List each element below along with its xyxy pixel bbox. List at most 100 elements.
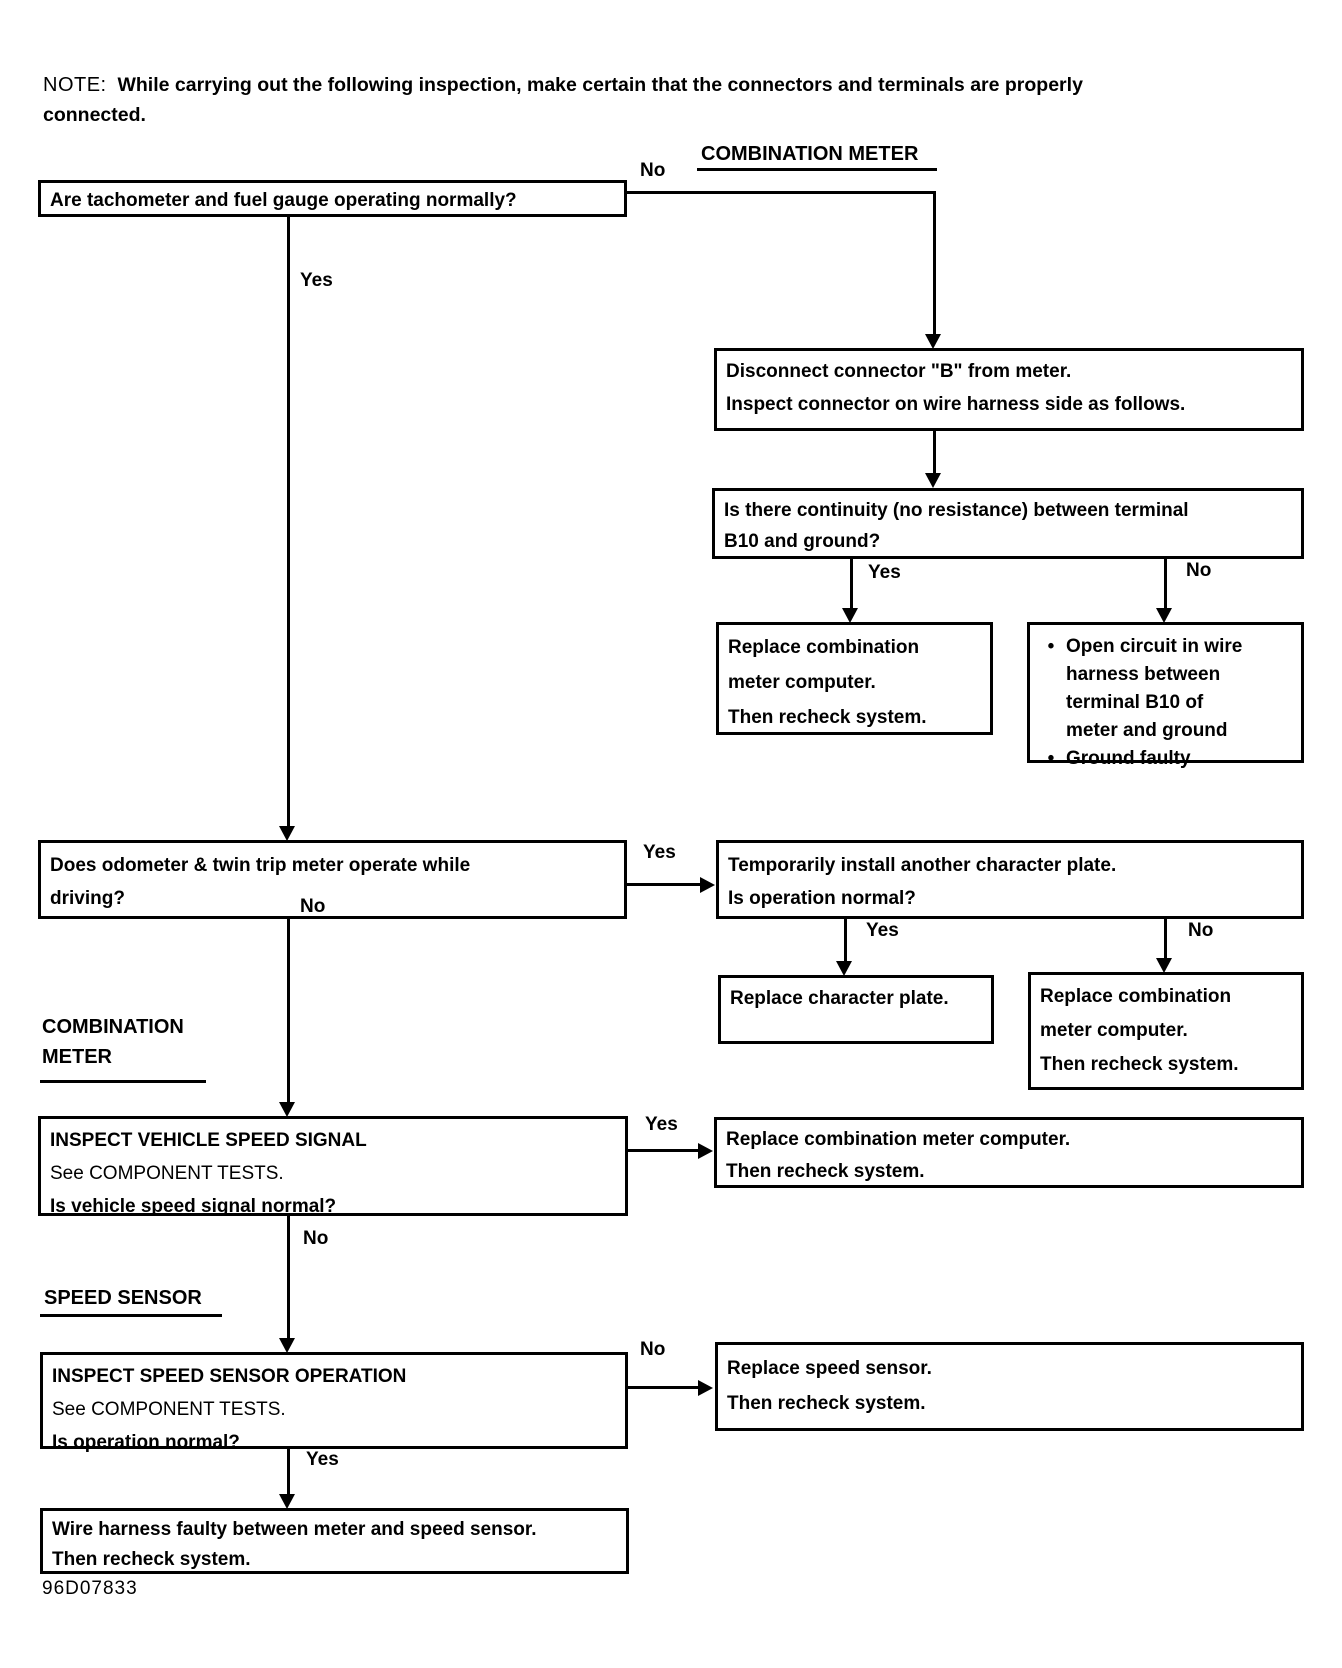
branch-label-no: No [1188, 920, 1214, 941]
box-line: Temporarily install another character pl… [728, 855, 1117, 876]
box-line: INSPECT SPEED SENSOR OPERATION [52, 1366, 407, 1387]
box-line: Replace character plate. [730, 988, 949, 1009]
box-line: Open circuit in wire [1066, 636, 1243, 657]
arrow-right-icon [700, 877, 715, 893]
box-line: Then recheck system. [727, 1393, 926, 1414]
flow-box-wire-harness-faulty: Wire harness faulty between meter and sp… [40, 1508, 629, 1574]
branch-label-yes: Yes [645, 1114, 678, 1135]
box-line: terminal B10 of [1066, 692, 1204, 713]
box-line: Ground faulty [1066, 748, 1191, 769]
combination-meter-heading-underline [697, 168, 937, 171]
box-line: See COMPONENT TESTS. [50, 1163, 284, 1184]
flow-box-character-plate: Temporarily install another character pl… [716, 840, 1304, 919]
flow-box-inspect-speed-signal: INSPECT VEHICLE SPEED SIGNAL See COMPONE… [38, 1116, 628, 1217]
flow-box-replace-meter-computer-b: Replace combination meter computer. Then… [1028, 972, 1304, 1090]
flow-box-are-tachometer: Are tachometer and fuel gauge operating … [38, 180, 627, 217]
bullet-icon: • [1047, 636, 1055, 657]
box-line: Is vehicle speed signal normal? [50, 1196, 337, 1217]
box-line: Then recheck system. [52, 1549, 251, 1570]
arrow-down-icon [925, 334, 941, 349]
box-line: Does odometer & twin trip meter operate … [50, 855, 471, 876]
arrow-down-icon [925, 473, 941, 488]
connector-line [1164, 559, 1167, 609]
combination-meter-side-underline [40, 1080, 206, 1083]
bullet-text: Ground faulty [1066, 745, 1191, 773]
connector-line [287, 919, 290, 1104]
box-line: meter and ground [1066, 720, 1228, 741]
box-line: harness between [1066, 664, 1221, 685]
box-line: Disconnect connector "B" from meter. [726, 361, 1072, 382]
branch-label-no: No [640, 160, 666, 181]
box-line: Replace combination [728, 637, 920, 658]
branch-label-yes: Yes [866, 920, 899, 941]
box-line: Inspect connector on wire harness side a… [726, 394, 1186, 415]
flow-box-replace-meter-computer-c: Replace combination meter computer. Then… [714, 1117, 1304, 1188]
box-line: INSPECT VEHICLE SPEED SIGNAL [50, 1130, 367, 1151]
arrow-down-icon [279, 1494, 295, 1509]
connector-line [850, 559, 853, 609]
arrow-right-icon [698, 1143, 713, 1159]
box-line: Replace combination meter computer. [726, 1129, 1071, 1150]
flow-box-odometer: Does odometer & twin trip meter operate … [38, 840, 627, 919]
box-line: Then recheck system. [1040, 1054, 1239, 1075]
bullet-icon: • [1047, 748, 1055, 769]
box-line: See COMPONENT TESTS. [52, 1399, 286, 1420]
branch-label-yes: Yes [868, 562, 901, 583]
box-line: Then recheck system. [728, 707, 927, 728]
flow-box-inspect-speed-sensor: INSPECT SPEED SENSOR OPERATION See COMPO… [40, 1352, 628, 1453]
flow-box-open-circuit: • Open circuit in wire harness between t… [1027, 622, 1304, 769]
speed-sensor-underline [40, 1314, 222, 1317]
note-body: While carrying out the following inspect… [117, 74, 1083, 96]
flow-box-disconnect-connector: Disconnect connector "B" from meter. Ins… [714, 348, 1304, 431]
heading-line: COMBINATION [42, 1016, 184, 1038]
box-line: meter computer. [1040, 1020, 1188, 1041]
heading-line: METER [42, 1046, 112, 1068]
box-line: Is operation normal? [728, 888, 916, 909]
box-line: Replace speed sensor. [727, 1358, 932, 1379]
arrow-down-icon [1156, 608, 1172, 623]
branch-label-no: No [640, 1339, 666, 1360]
box-line: Wire harness faulty between meter and sp… [52, 1519, 537, 1540]
connector-line [933, 431, 936, 474]
box-line: Is operation normal? [52, 1432, 240, 1453]
connector-line [287, 1216, 290, 1339]
arrow-down-icon [1156, 958, 1172, 973]
branch-label-yes: Yes [306, 1449, 339, 1470]
branch-label-yes: Yes [643, 842, 676, 863]
box-line: Is there continuity (no resistance) betw… [724, 500, 1189, 521]
combination-meter-heading: COMBINATION METER [701, 143, 919, 165]
speed-sensor-heading: SPEED SENSOR [44, 1287, 202, 1309]
connector-line [627, 883, 702, 886]
combination-meter-side-heading: COMBINATION METER [42, 1012, 184, 1072]
connector-line [844, 919, 847, 963]
connector-line [287, 1449, 290, 1496]
connector-line [933, 191, 936, 335]
box-line: Replace combination [1040, 986, 1232, 1007]
arrow-down-icon [279, 1102, 295, 1117]
connector-line [626, 191, 936, 194]
flow-box-replace-meter-computer-a: Replace combination meter computer. Then… [716, 622, 993, 735]
note-line-2: connected. [43, 104, 146, 126]
arrow-right-icon [698, 1380, 713, 1396]
bullet-text: Open circuit in wire harness between ter… [1066, 633, 1242, 745]
box-line: driving? [50, 888, 125, 909]
flow-box-replace-speed-sensor: Replace speed sensor. Then recheck syste… [715, 1342, 1304, 1431]
arrow-down-icon [836, 961, 852, 976]
connector-line [1164, 919, 1167, 960]
connector-line [628, 1149, 700, 1152]
box-line: Are tachometer and fuel gauge operating … [50, 190, 517, 211]
connector-line [287, 217, 290, 827]
bullet-item: • Ground faulty [1036, 745, 1295, 773]
branch-label-yes: Yes [300, 270, 333, 291]
flow-box-continuity: Is there continuity (no resistance) betw… [712, 488, 1304, 559]
figure-code: 96D07833 [42, 1578, 138, 1599]
note-text: NOTE: While carrying out the following i… [43, 70, 1198, 130]
box-line: B10 and ground? [724, 531, 881, 552]
box-line: Then recheck system. [726, 1161, 925, 1182]
note-prefix: NOTE: [43, 74, 107, 96]
arrow-down-icon [279, 1338, 295, 1353]
arrow-down-icon [279, 826, 295, 841]
bullet-item: • Open circuit in wire harness between t… [1036, 633, 1295, 745]
connector-line [628, 1386, 700, 1389]
